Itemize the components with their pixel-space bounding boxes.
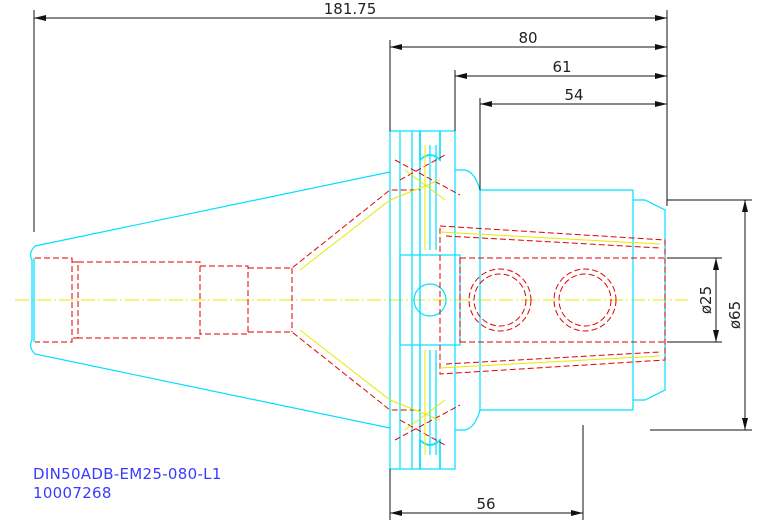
dim-bottom-length: 56 xyxy=(476,495,495,513)
part-label: DIN50ADB-EM25-080-L1 10007268 xyxy=(33,465,222,503)
dim-flange-to-end: 80 xyxy=(518,29,537,47)
part-number: DIN50ADB-EM25-080-L1 xyxy=(33,465,222,483)
flange-outline xyxy=(389,130,461,470)
dim-bore-depth: 54 xyxy=(564,86,583,104)
construction-lines xyxy=(299,145,661,455)
taper-shank-outline xyxy=(29,171,391,429)
dimension-lines xyxy=(33,10,752,520)
dim-body-length: 61 xyxy=(552,58,571,76)
dim-body-diameter: ø65 xyxy=(726,301,744,329)
hidden-internal-features xyxy=(35,154,666,446)
article-number: 10007268 xyxy=(33,484,112,502)
dim-bore-diameter: ø25 xyxy=(697,286,715,314)
dim-overall-length: 181.75 xyxy=(324,0,377,18)
body-outline xyxy=(455,169,666,431)
